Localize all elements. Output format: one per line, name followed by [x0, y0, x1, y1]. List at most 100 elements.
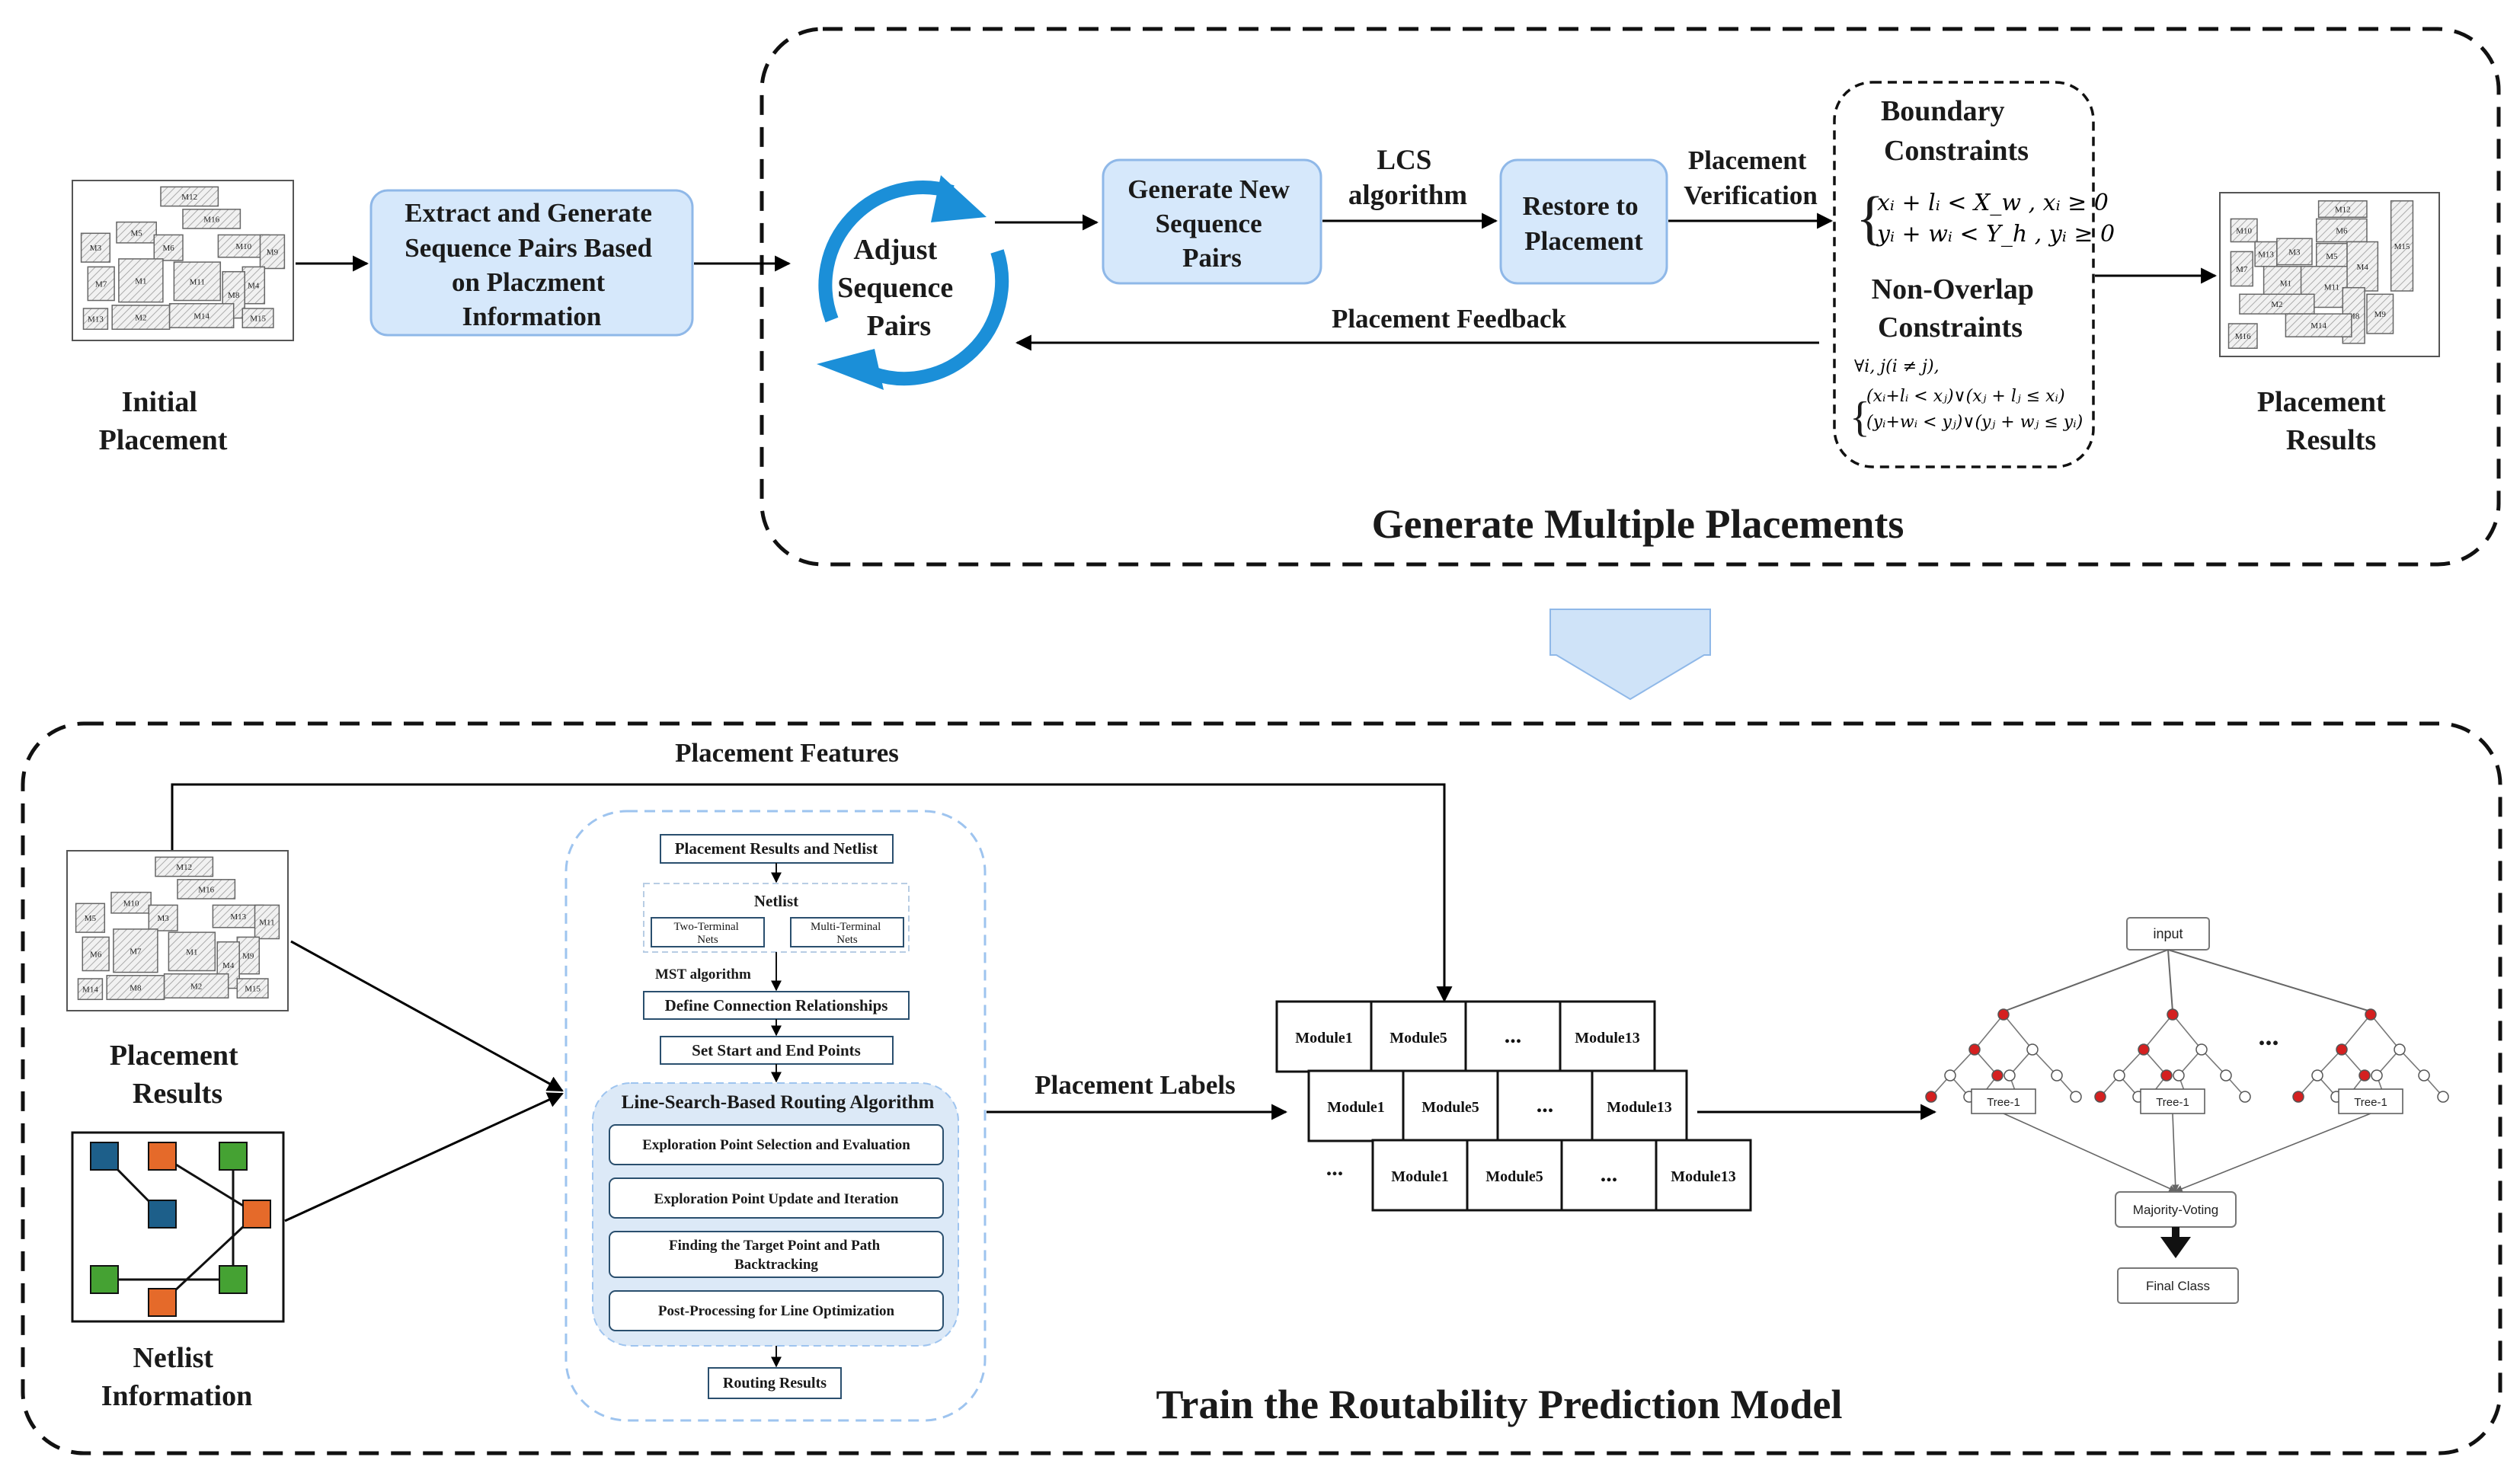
constraints-box [1833, 81, 2095, 468]
tree-node [2004, 1069, 2016, 1082]
tree-node [2359, 1069, 2371, 1082]
table-cell-text: ... [1601, 1161, 1618, 1187]
module-block [118, 258, 164, 303]
module-label: M5 [85, 914, 97, 923]
initial-placement-label: Initial Placement [99, 386, 228, 456]
table-cell-text: Module1 [1391, 1168, 1449, 1185]
tree-node [2311, 1069, 2323, 1082]
table-cell [1559, 1000, 1656, 1073]
tree-label: Tree-1 [1987, 1096, 2020, 1109]
module-block [111, 305, 171, 331]
table-cell [1496, 1069, 1594, 1142]
module-block [241, 308, 274, 328]
module-label: M3 [158, 914, 170, 923]
generate-new-box [1102, 158, 1322, 285]
arrow-netlist-to-routing [284, 1092, 564, 1222]
svg-text:Routing Results: Routing Results [723, 1375, 827, 1392]
module-block [241, 266, 266, 305]
module-block [153, 234, 184, 261]
module-label: M2 [190, 982, 202, 991]
extract-box [369, 189, 694, 337]
module-block [82, 936, 110, 972]
module-block [160, 186, 219, 207]
boundary-title: Boundary Constraints [1881, 95, 2029, 167]
module-label: M2 [135, 314, 146, 323]
table-cell [1591, 1069, 1688, 1142]
module-label: M4 [248, 282, 260, 291]
tree-node [2160, 1069, 2173, 1082]
module-label: M7 [2236, 265, 2248, 274]
svg-text:Line-Search-Based Routing Algo: Line-Search-Based Routing Algorithm [622, 1092, 935, 1113]
tree-node [2292, 1091, 2304, 1103]
module-label: M6 [2336, 226, 2348, 235]
module-label: M15 [250, 315, 266, 324]
module-label: M15 [245, 985, 261, 994]
tree-edge [2317, 1049, 2343, 1076]
svg-text:Two-Terminal Nets: Two-Terminal Nets [673, 921, 741, 946]
module-label: M10 [235, 242, 251, 251]
module-block [182, 209, 241, 229]
module-block [148, 904, 178, 931]
routing-flow: Placement Results and Netlist Netlist Tw… [592, 834, 959, 1399]
module-block [87, 266, 115, 302]
svg-text:Post-Processing for Line Optim: Post-Processing for Line Optimization [658, 1303, 895, 1319]
tree-node [2195, 1043, 2208, 1056]
svg-text:Multi-Terminal Nets: Multi-Terminal Nets [811, 921, 884, 946]
boundary-brace: { [1856, 184, 1884, 251]
module-block [163, 973, 229, 999]
tree-node [2365, 1008, 2377, 1021]
table-cell-text: Module1 [1295, 1030, 1353, 1046]
tree-edge [2119, 1049, 2144, 1076]
tree-label: Tree-1 [2156, 1096, 2189, 1109]
table-cell-text: ... [1537, 1092, 1554, 1117]
svg-text:...: ... [2259, 1021, 2279, 1051]
tree-to-voting-edge [2003, 1113, 2176, 1192]
extract-box-text: Extract and Generate Sequence Pairs Base… [405, 198, 658, 331]
module-block [168, 931, 216, 972]
svg-text:Exploration Point Selection an: Exploration Point Selection and Evaluati… [642, 1137, 910, 1153]
module-label: M16 [203, 215, 219, 224]
tree-node [2220, 1069, 2232, 1082]
module-label: M7 [130, 947, 142, 956]
svg-text:input: input [2153, 926, 2183, 941]
top-section-title: Generate Multiple Placements [1372, 501, 1904, 547]
module-label: M12 [176, 863, 192, 872]
tree-edge [2172, 1014, 2202, 1050]
table-cell-text: Module5 [1390, 1030, 1447, 1046]
module-block [2239, 293, 2315, 315]
module-block [168, 302, 235, 328]
module-block [2230, 251, 2253, 287]
svg-text:Set Start and End Points: Set Start and End Points [692, 1041, 861, 1059]
svg-text:Majority-Voting: Majority-Voting [2133, 1203, 2218, 1217]
tree-node [2094, 1091, 2106, 1103]
random-forest-diagram: input ... Majority-Voting Final Class Tr… [1925, 917, 2449, 1304]
tree-node [2051, 1069, 2063, 1082]
tree-edge [1949, 1049, 1975, 1076]
module-label: M5 [130, 228, 142, 238]
module-block [2317, 200, 2368, 218]
module-label: M13 [2258, 251, 2274, 260]
tree-node [2138, 1043, 2150, 1056]
adjust-cycle-icon [817, 175, 1009, 390]
tree-edge [2143, 1014, 2173, 1050]
tree-node [2394, 1043, 2406, 1056]
module-label: M15 [2394, 242, 2410, 251]
module-block [2285, 313, 2352, 337]
module-label: M1 [186, 947, 197, 957]
tree-edge [2003, 1014, 2033, 1050]
nonoverlap-equations: (xᵢ+lᵢ < xⱼ)∨(xⱼ + lⱼ ≤ xᵢ) (yᵢ+wᵢ < yⱼ)… [1866, 387, 2083, 432]
table-cell [1370, 1000, 1467, 1073]
svg-text:Exploration Point Update and I: Exploration Point Update and Iteration [654, 1191, 899, 1207]
module-label: M13 [230, 912, 246, 922]
module-label: M9 [242, 952, 254, 961]
tree-node [2167, 1008, 2179, 1021]
tree-node [2173, 1069, 2185, 1082]
module-label: M5 [2326, 252, 2338, 261]
tree-node [1997, 1008, 2010, 1021]
placement-features-line [171, 783, 1453, 1003]
table-cell-text: Module13 [1575, 1030, 1640, 1046]
module-label: M14 [82, 986, 98, 995]
verification-label: Placement Verification [1684, 145, 1818, 210]
module-block [77, 978, 104, 1001]
